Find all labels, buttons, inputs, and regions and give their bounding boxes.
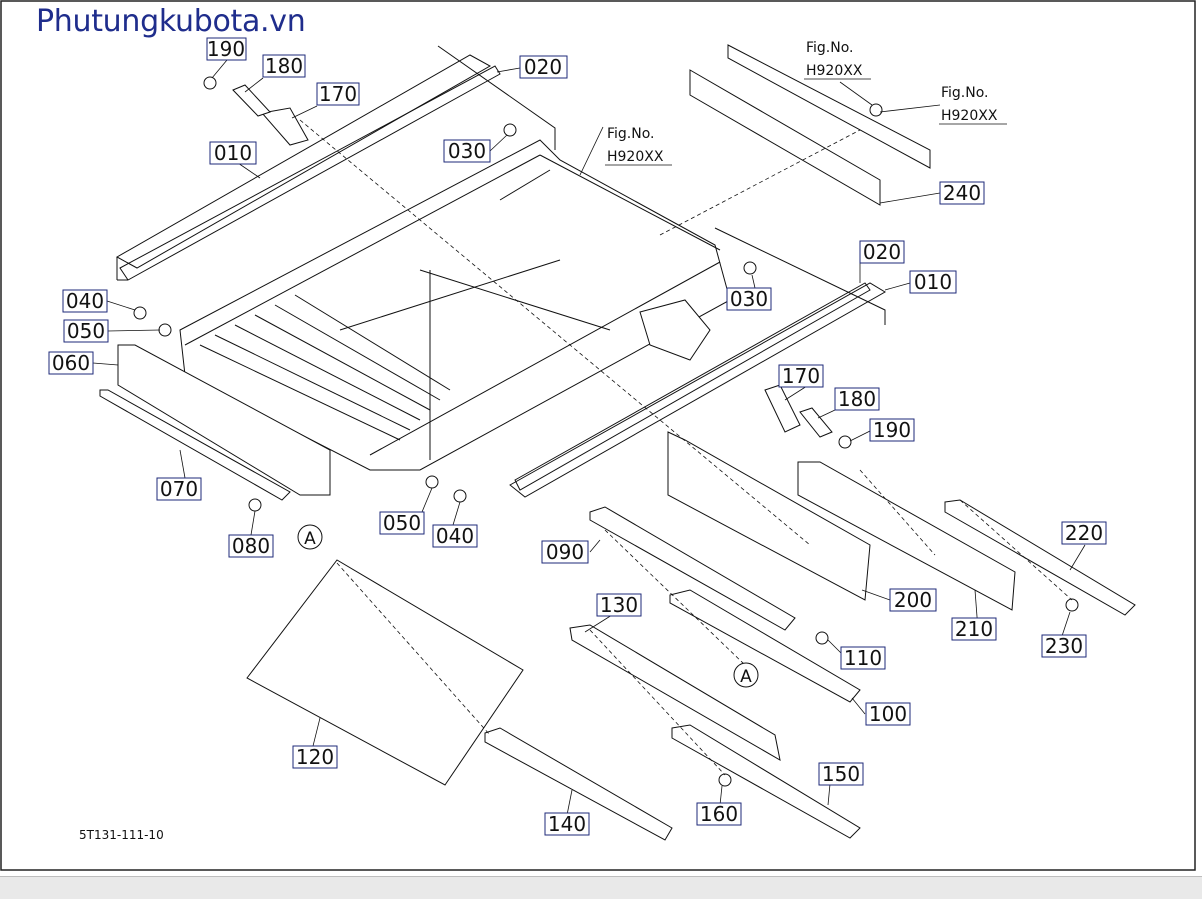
bar-top-right xyxy=(727,44,931,169)
fig-ref-line2: H920XX xyxy=(806,63,863,79)
nut-230 xyxy=(1065,598,1079,612)
part-label: 060 xyxy=(52,351,90,375)
parts-diagram: 190 180 170 020 010 030 040 050 060 070 … xyxy=(0,0,1196,871)
part-label: 130 xyxy=(600,593,638,617)
part-label: 120 xyxy=(296,745,334,769)
part-label-texts: 190 180 170 020 010 030 040 050 060 070 … xyxy=(52,37,1103,836)
bolt-030-top xyxy=(503,123,517,137)
fig-ref-line1: Fig.No. xyxy=(607,126,655,142)
panel-210 xyxy=(797,461,1016,611)
bolt-190-top xyxy=(203,76,217,90)
part-label: 170 xyxy=(782,364,820,388)
washer-050-bottom xyxy=(425,475,439,489)
part-label: 020 xyxy=(524,55,562,79)
bar-150 xyxy=(671,724,861,839)
part-label: 190 xyxy=(207,37,245,61)
fig-ref-line1: Fig.No. xyxy=(941,85,989,101)
bolt-030-right xyxy=(743,261,757,275)
part-label: 220 xyxy=(1065,521,1103,545)
part-label: 100 xyxy=(869,702,907,726)
part-label: 070 xyxy=(160,477,198,501)
cross-members xyxy=(199,294,451,441)
guide-lines xyxy=(299,119,1073,776)
fig-ref-line1: Fig.No. xyxy=(806,40,854,56)
panel-240 xyxy=(689,69,881,206)
part-label: 170 xyxy=(319,82,357,106)
part-180-top xyxy=(232,84,271,117)
part-label: 230 xyxy=(1045,634,1083,658)
figure-code: 5T131-111-10 xyxy=(79,828,164,842)
rail-010-left xyxy=(115,54,492,269)
part-label: 240 xyxy=(943,181,981,205)
bar-140 xyxy=(484,727,673,841)
part-label: 040 xyxy=(66,289,104,313)
bolt-040-left xyxy=(133,306,147,320)
part-label: 050 xyxy=(67,319,105,343)
part-label: 140 xyxy=(548,812,586,836)
rail-010-right xyxy=(509,282,886,498)
bar-100 xyxy=(669,589,861,703)
part-label: 090 xyxy=(546,540,584,564)
bar-130 xyxy=(569,624,781,761)
fig-ref-line2: H920XX xyxy=(941,108,998,124)
bolt-040-bottom xyxy=(453,489,467,503)
part-label: 040 xyxy=(436,524,474,548)
washer-050-left xyxy=(158,323,172,337)
leader-lines xyxy=(92,59,1086,816)
plate-120 xyxy=(246,559,524,786)
label-boxes xyxy=(48,37,1107,836)
nut-160 xyxy=(718,773,732,787)
watermark: Phutungkubota.vn xyxy=(36,4,306,39)
bottom-bar xyxy=(0,876,1202,899)
callout-a: A xyxy=(740,667,752,687)
strip-070 xyxy=(99,389,291,501)
part-170-top xyxy=(261,107,309,146)
part-label: 190 xyxy=(873,418,911,442)
rail-020-left xyxy=(119,65,501,281)
part-label: 180 xyxy=(838,387,876,411)
part-label: 050 xyxy=(383,511,421,535)
bracket-090 xyxy=(589,506,796,631)
fig-ref-line2: H920XX xyxy=(607,149,664,165)
part-label: 200 xyxy=(894,588,932,612)
part-label: 210 xyxy=(955,617,993,641)
part-180-right xyxy=(799,407,833,438)
callout-a: A xyxy=(304,529,316,549)
rail-020-right xyxy=(514,282,871,491)
part-label: 180 xyxy=(265,54,303,78)
part-label: 020 xyxy=(863,240,901,264)
wing-nut xyxy=(869,103,883,117)
part-label: 010 xyxy=(214,141,252,165)
nut-080 xyxy=(248,498,262,512)
cover-060 xyxy=(117,344,331,496)
part-label: 150 xyxy=(822,762,860,786)
bolt-110 xyxy=(815,631,829,645)
part-label: 160 xyxy=(700,802,738,826)
part-label: 030 xyxy=(448,139,486,163)
part-label: 030 xyxy=(730,287,768,311)
bolt-190-right xyxy=(838,435,852,449)
part-label: 010 xyxy=(914,270,952,294)
bracket-plate xyxy=(639,299,711,361)
part-label: 080 xyxy=(232,534,270,558)
part-170-right xyxy=(764,384,801,433)
part-label: 110 xyxy=(844,646,882,670)
